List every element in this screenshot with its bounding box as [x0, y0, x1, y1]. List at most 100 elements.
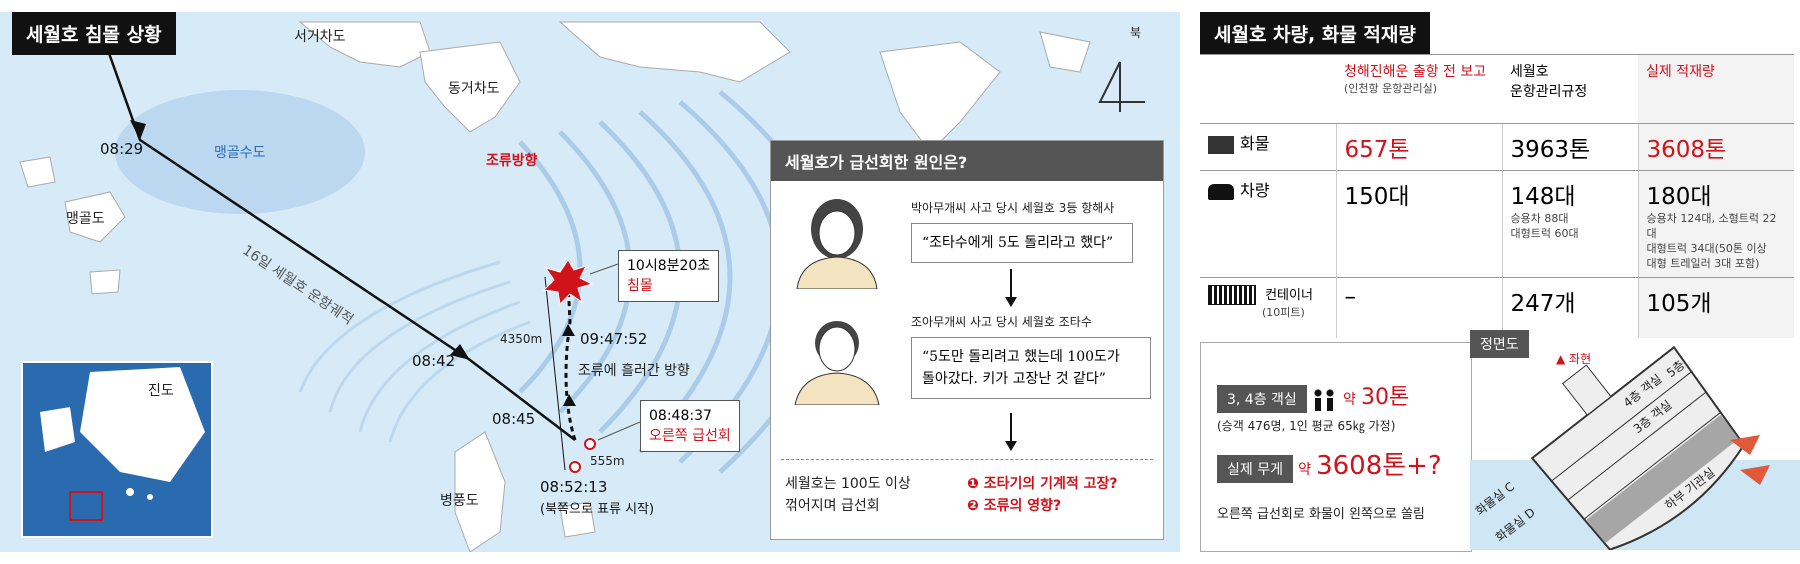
label-maenggol-channel: 맹골수도 — [214, 145, 266, 161]
label-current-direction: 조류방향 — [486, 153, 538, 169]
row-label-vehicle: 차량 — [1200, 170, 1336, 278]
table-row: 컨테이너 (10피트) – 247개 105개 — [1200, 277, 1794, 338]
header-col3: 실제 적재량 — [1638, 54, 1794, 124]
label-jindo: 진도 — [148, 383, 174, 399]
island-w1 — [19, 156, 56, 188]
cell-vehicle-v2-note1: 승용차 88대 — [1510, 212, 1569, 225]
header-col1-text: 청해진해운 출항 전 보고 — [1344, 64, 1487, 80]
island-maenggoldo — [64, 191, 126, 243]
room-prefix: 약 — [1343, 392, 1356, 408]
person2-illustration — [794, 321, 880, 405]
weight-footer: 오른쪽 급선회로 화물이 왼쪽으로 쏠림 — [1217, 507, 1425, 522]
label-north: 북 — [1130, 26, 1142, 40]
drift-note: (북쪽으로 표류 시작) — [540, 502, 655, 517]
island-donggeochado — [419, 41, 521, 133]
drift-path — [564, 279, 577, 441]
label-donggeochado: 동거차도 — [448, 81, 500, 97]
ship-section: 정면도 ▲ 좌현 5층 4층 객실 3층 객실 화물실 C 화물실 D 하부 기… — [1470, 330, 1800, 551]
divider — [781, 459, 1153, 460]
header-col1-sub: (인천항 운항관리실) — [1344, 82, 1438, 95]
cell-vehicle-v1: 150대 — [1335, 170, 1502, 278]
person2-quote-line2: 돌아갔다. 키가 고장난 것 같다” — [922, 371, 1106, 387]
actual-tag: 실제 무게 — [1217, 455, 1293, 483]
sink-time: 10시8분20초 — [627, 258, 711, 274]
current-arcs-left — [298, 260, 531, 443]
person1-illustration — [796, 199, 878, 289]
header-col2: 세월호 운항관리규정 — [1502, 54, 1638, 124]
island-w2 — [89, 269, 121, 295]
cause-2: ❷ 조류의 영향? — [967, 498, 1062, 514]
room-note: (승객 476명, 1인 평균 65㎏ 가정) — [1217, 419, 1396, 433]
distance-4350: 4350m — [500, 332, 543, 346]
header-col1: 청해진해운 출항 전 보고 (인천항 운항관리실) — [1336, 54, 1502, 124]
room-value: 30톤 — [1360, 385, 1410, 410]
cargo-section: 세월호 차량, 화물 적재량 청해진해운 출항 전 보고 (인천항 운항관리실)… — [1200, 12, 1800, 564]
cell-vehicle-v3-note1: 승용차 124대, 소형트럭 22대 — [1646, 212, 1777, 240]
summary-line2: 꺾어지며 급선회 — [785, 498, 880, 514]
drift-label: 조류에 흘러간 방향 — [578, 363, 690, 379]
island-seogeochado — [298, 21, 431, 68]
car-icon — [1208, 183, 1234, 200]
label-seogeochado: 서거차도 — [294, 29, 346, 45]
island-e2 — [1039, 31, 1091, 73]
header-col2-a: 세월호 — [1510, 64, 1549, 80]
time-0829: 08:29 — [100, 140, 144, 158]
actual-value: 3608톤+? — [1316, 451, 1442, 481]
ship-graphic — [1470, 345, 1800, 551]
row-label-cargo-text: 화물 — [1240, 134, 1270, 153]
people-icon — [1311, 388, 1338, 411]
island-s1 — [559, 501, 596, 538]
island-byeongpungdo — [454, 431, 506, 552]
cargo-table: 청해진해운 출항 전 보고 (인천항 운항관리실) 세월호 운항관리규정 실제 … — [1200, 54, 1794, 338]
row-label-cargo: 화물 — [1200, 123, 1336, 171]
actual-weight: 실제 무게 약 3608톤+? — [1217, 445, 1442, 483]
cell-container-v2: 247개 — [1501, 277, 1638, 338]
time-0845: 08:45 — [492, 410, 536, 428]
route-arrow-2 — [450, 344, 470, 360]
cargo-icon — [1208, 135, 1234, 154]
turn-callout: 08:48:37 오른쪽 급선회 — [640, 400, 740, 452]
table-row: 차량 150대 148대 승용차 88대 대형트럭 60대 180대 승용차 1… — [1200, 170, 1794, 278]
cell-container-v3: 105개 — [1637, 277, 1794, 338]
sink-callout: 10시8분20초 침몰 — [618, 250, 720, 302]
view-tag: 정면도 — [1470, 330, 1529, 358]
cell-vehicle-v2-value: 148대 — [1510, 184, 1576, 210]
cell-vehicle-v2-note2: 대형트럭 60대 — [1510, 227, 1579, 240]
label-maenggoldo: 맹골도 — [66, 211, 105, 227]
cell-cargo-v3: 3608톤 — [1637, 123, 1794, 171]
row-label-vehicle-text: 차량 — [1240, 181, 1270, 200]
channel-area — [115, 90, 365, 214]
distance-line — [544, 276, 566, 471]
arrow-down-icon — [1005, 269, 1017, 307]
island-e1 — [879, 41, 1001, 153]
cell-vehicle-v2: 148대 승용차 88대 대형트럭 60대 — [1501, 170, 1638, 278]
sink-burst-icon — [542, 259, 594, 306]
label-byeongpungdo: 병풍도 — [440, 493, 479, 509]
cell-vehicle-v3-note2: 대형트럭 34대(50톤 이상 — [1646, 242, 1767, 255]
turn-point — [584, 438, 596, 450]
room-tag: 3, 4층 객실 — [1217, 385, 1307, 413]
header-col2-b: 운항관리규정 — [1510, 84, 1588, 100]
island-ne — [558, 21, 791, 83]
drift-arrow — [562, 324, 575, 336]
person2-quote: “5도만 돌리려고 했는데 100도가 돌아갔다. 키가 고장난 것 같다” — [911, 337, 1151, 399]
cell-cargo-v1: 657톤 — [1335, 123, 1502, 171]
time-0947: 09:47:52 — [580, 330, 648, 348]
time-0842: 08:42 — [412, 352, 456, 370]
cargo-title: 세월호 차량, 화물 적재량 — [1200, 12, 1430, 55]
time-0852: 08:52:13 — [540, 478, 608, 496]
turn-time: 08:48:37 — [649, 408, 712, 424]
actual-prefix: 약 — [1298, 462, 1311, 478]
summary: 세월호는 100도 이상 꺾어지며 급선회 — [785, 473, 911, 517]
inset-highlight — [69, 491, 103, 521]
cell-cargo-v2: 3963톤 — [1501, 123, 1638, 171]
panel-title: 세월호가 급선회한 원인은? — [771, 141, 1163, 181]
row-label-container: 컨테이너 (10피트) — [1200, 277, 1336, 338]
cause-panel: 세월호가 급선회한 원인은? 박아무개씨 사고 당시 세월호 3등 항해사 “조… — [770, 140, 1164, 540]
cell-vehicle-v3-note3: 대형 트레일러 3대 포함) — [1646, 257, 1760, 270]
person1-quote: “조타수에게 5도 돌리라고 했다” — [911, 223, 1133, 263]
container-icon — [1208, 284, 1256, 305]
weight-box: 3, 4층 객실 약 30톤 (승객 476명, 1인 평균 65㎏ 가정) 실… — [1200, 342, 1472, 552]
row-label-container-sub: (10피트) — [1262, 305, 1305, 319]
cell-vehicle-v3-value: 180대 — [1646, 184, 1712, 210]
